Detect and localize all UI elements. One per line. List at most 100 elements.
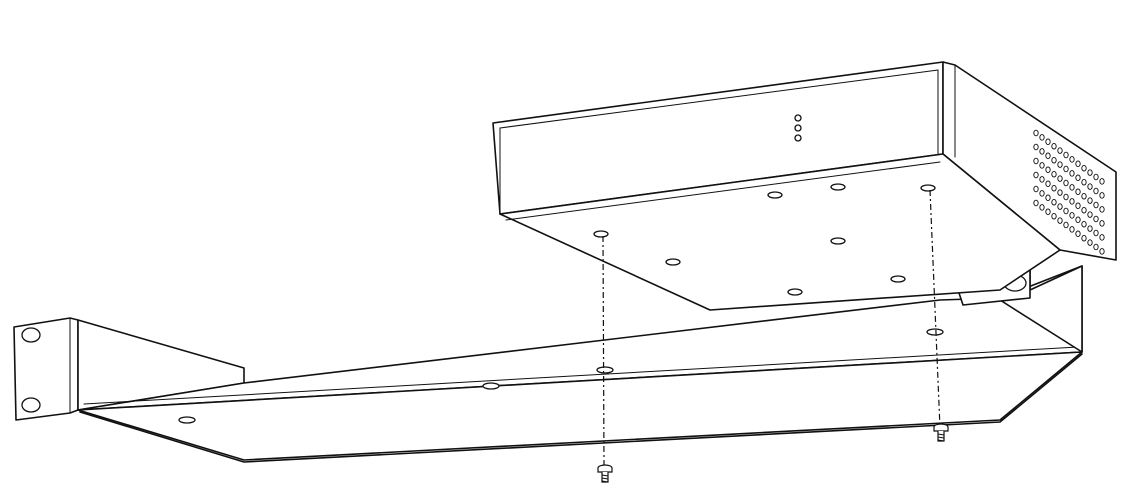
device-bottom-hole (830, 237, 846, 245)
vent-hole (1051, 170, 1057, 178)
vent-hole (1033, 171, 1039, 179)
vent-hole (1093, 243, 1099, 251)
vent-hole (1051, 212, 1057, 220)
vent-hole (1099, 234, 1105, 241)
screw (933, 423, 949, 442)
vent-hole (1081, 164, 1087, 172)
device-bottom-hole (920, 184, 936, 192)
vent-hole (1039, 148, 1045, 155)
vent-hole (1069, 212, 1075, 219)
vent-hole (1081, 234, 1087, 242)
vent-hole (1069, 198, 1075, 205)
alignment-line-right (929, 189, 941, 429)
device-bottom-plate (499, 153, 1061, 311)
vent-hole (1081, 178, 1087, 186)
vent-hole (1045, 194, 1051, 202)
vent-hole (1063, 193, 1069, 201)
bracket-left-ear-hole-top (21, 327, 41, 343)
vent-hole (1099, 220, 1105, 227)
vent-hole (1081, 192, 1087, 200)
vent-hole (1099, 178, 1105, 185)
vent-hole (1051, 142, 1057, 150)
vent-hole (1081, 220, 1087, 228)
vent-hole (1039, 134, 1045, 141)
vent-hole (1045, 166, 1051, 174)
vent-hole (1045, 138, 1051, 146)
vent-hole (1069, 184, 1075, 191)
device-bottom-hole (767, 191, 783, 199)
device-status-leds (794, 114, 802, 142)
vent-hole (1087, 239, 1093, 246)
vent-hole (1057, 203, 1063, 210)
vent-hole (1051, 184, 1057, 192)
vent-hole (1075, 160, 1081, 168)
device-bottom-hole (787, 288, 803, 296)
vent-hole (1045, 208, 1051, 216)
vent-hole (1075, 202, 1081, 210)
bracket-floor-hole (178, 416, 196, 424)
vent-hole (1069, 170, 1075, 177)
vent-hole (1051, 198, 1057, 206)
vent-hole (1087, 225, 1093, 232)
screw (597, 464, 613, 483)
bracket-floor-hole (926, 328, 944, 336)
bracket-floor-hole (596, 366, 614, 374)
vent-hole (1087, 169, 1093, 176)
device-bottom-hole (665, 258, 681, 266)
device-bottom-holes (593, 183, 936, 296)
vent-hole (1039, 190, 1045, 197)
alignment-line-left (602, 235, 605, 467)
vent-hole (1069, 226, 1075, 233)
vent-hole (1075, 188, 1081, 196)
vent-hole (1033, 199, 1039, 207)
device-bottom-hole (593, 230, 609, 238)
device-bottom-hole (890, 275, 906, 283)
vent-hole (1087, 197, 1093, 204)
led-indicator (794, 134, 802, 142)
bracket-left-ear-hole-bottom (21, 397, 41, 413)
vent-hole (1039, 176, 1045, 183)
device-side-vents (1033, 129, 1105, 255)
device-chassis (492, 61, 1117, 311)
vent-hole (1063, 207, 1069, 215)
vent-hole (1099, 206, 1105, 213)
vent-hole (1099, 192, 1105, 199)
vent-hole (1063, 179, 1069, 187)
vent-hole (1099, 248, 1105, 255)
vent-hole (1057, 147, 1063, 154)
vent-hole (1063, 221, 1069, 229)
vent-hole (1051, 156, 1057, 164)
vent-hole (1033, 185, 1039, 193)
vent-hole (1087, 211, 1093, 218)
vent-hole (1063, 151, 1069, 159)
vent-hole (1057, 175, 1063, 182)
vent-hole (1057, 161, 1063, 168)
vent-hole (1087, 183, 1093, 190)
vent-hole (1075, 230, 1081, 238)
led-indicator (794, 124, 802, 132)
vent-hole (1093, 187, 1099, 195)
vent-hole (1093, 229, 1099, 237)
bracket-floor-hole (482, 382, 500, 390)
vent-hole (1033, 129, 1039, 137)
vent-hole (1093, 201, 1099, 209)
mounting-screws (597, 423, 949, 483)
vent-hole (1075, 216, 1081, 224)
vent-hole (1057, 189, 1063, 196)
vent-hole (1069, 156, 1075, 163)
device-bottom-hole (830, 183, 846, 191)
vent-hole (1081, 206, 1087, 214)
vent-hole (1063, 165, 1069, 173)
vent-hole (1093, 173, 1099, 181)
vent-hole (1057, 217, 1063, 224)
vent-hole (1045, 180, 1051, 188)
vent-hole (1045, 152, 1051, 160)
vent-hole (1039, 204, 1045, 211)
vent-hole (1039, 162, 1045, 169)
vent-hole (1033, 143, 1039, 151)
vent-hole (1033, 157, 1039, 165)
bracket-tray-floor (77, 351, 1083, 461)
led-indicator (794, 114, 802, 122)
